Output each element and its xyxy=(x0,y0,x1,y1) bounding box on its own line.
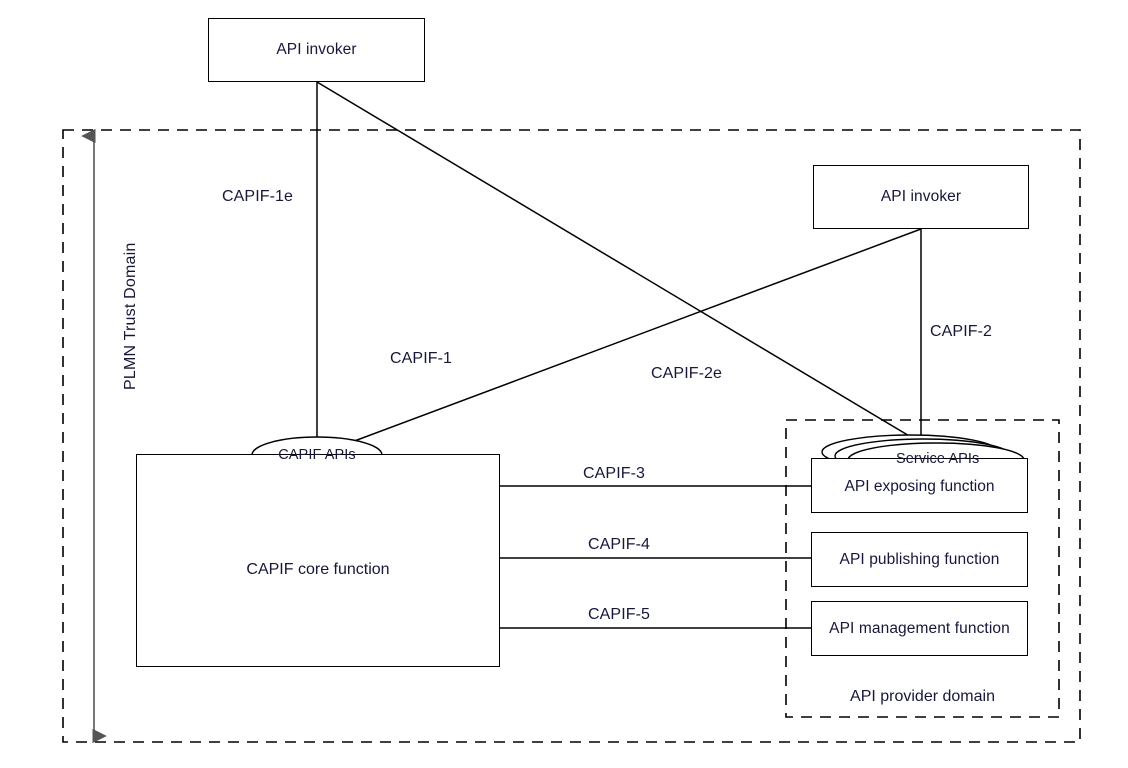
node-api-publishing-function[interactable]: API publishing function xyxy=(811,532,1028,587)
node-capif-core-function[interactable] xyxy=(136,454,500,667)
node-label: API invoker xyxy=(276,41,357,58)
plmn-trust-domain-boundary xyxy=(62,129,1081,743)
capif-core-function-label: CAPIF core function xyxy=(246,561,390,578)
capif-apis-label: CAPIF APIs xyxy=(278,447,356,463)
label-capif-5: CAPIF-5 xyxy=(588,606,651,623)
node-api-management-function[interactable]: API management function xyxy=(811,601,1028,656)
api-provider-domain-label: API provider domain xyxy=(850,688,995,705)
label-capif-1: CAPIF-1 xyxy=(390,350,453,367)
node-api-invoker-external[interactable]: API invoker xyxy=(208,18,425,82)
node-api-invoker-internal[interactable]: API invoker xyxy=(813,165,1029,229)
api-exposing-function-label: API exposing function xyxy=(844,478,995,495)
node-label: API management function xyxy=(829,619,1010,637)
connector-capif-1 xyxy=(348,228,922,444)
label-capif-3: CAPIF-3 xyxy=(583,465,646,482)
label-capif-1e: CAPIF-1e xyxy=(222,188,294,205)
node-label: API invoker xyxy=(880,188,962,205)
node-label: API publishing function xyxy=(839,550,1000,568)
connector-capif-2e xyxy=(316,81,922,444)
label-capif-2e: CAPIF-2e xyxy=(651,365,723,382)
plmn-trust-domain-label: PLMN Trust Domain xyxy=(122,242,139,390)
node-api-exposing-function[interactable] xyxy=(811,458,1028,513)
label-capif-4: CAPIF-4 xyxy=(588,536,651,553)
service-apis-label: Service APIs xyxy=(896,451,980,467)
api-provider-domain-boundary xyxy=(785,419,1060,718)
label-capif-2: CAPIF-2 xyxy=(930,323,993,340)
